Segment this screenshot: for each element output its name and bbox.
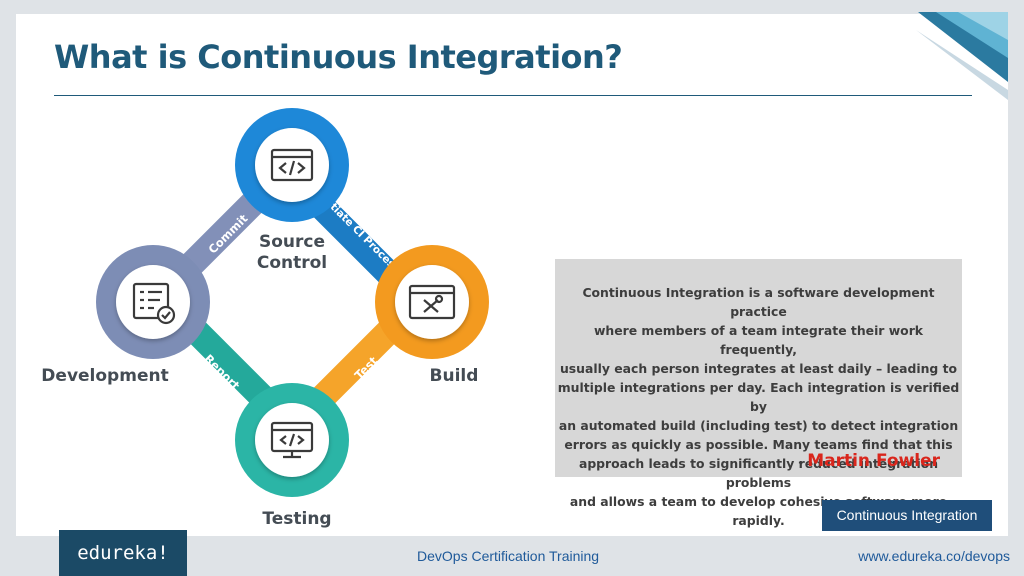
- quote-text: Continuous Integration is a software dev…: [555, 283, 962, 530]
- label-development: Development: [41, 366, 169, 386]
- label-source-line2: Control: [256, 253, 328, 273]
- node-development: [96, 245, 210, 359]
- node-source-control: [235, 108, 349, 222]
- label-testing: Testing: [262, 509, 332, 529]
- tools-window-icon: [408, 284, 456, 320]
- quote-line: approach leads to significantly reduced …: [578, 456, 939, 490]
- quote-line: Continuous Integration is a software dev…: [582, 285, 935, 319]
- quote-line: errors as quickly as possible. Many team…: [564, 437, 953, 452]
- footer-url-link[interactable]: www.edureka.co/devops: [858, 548, 1010, 564]
- slide-title: What is Continuous Integration?: [54, 38, 623, 76]
- node-testing: [235, 383, 349, 497]
- quote-box: Continuous Integration is a software dev…: [555, 259, 962, 528]
- node-build: [375, 245, 489, 359]
- topic-tag: Continuous Integration: [822, 500, 992, 531]
- label-source-control: Source Control: [252, 232, 332, 274]
- label-source-line1: Source: [258, 232, 326, 252]
- quote-line: usually each person integrates at least …: [559, 361, 958, 376]
- edureka-logo[interactable]: edureka!: [59, 530, 187, 576]
- quote-attribution: -Martin Fowler: [798, 451, 940, 471]
- quote-line: an automated build (including test) to d…: [558, 418, 959, 433]
- label-build: Build: [429, 366, 479, 386]
- title-divider: [54, 95, 972, 96]
- quote-author: Martin Fowler: [807, 451, 940, 471]
- attribution-dash: -: [798, 455, 804, 469]
- quote-line: where members of a team integrate their …: [593, 323, 924, 357]
- code-window-icon: [270, 148, 314, 182]
- footer-course-name: DevOps Certification Training: [417, 548, 600, 564]
- code-monitor-icon: [270, 421, 314, 459]
- quote-line: multiple integrations per day. Each inte…: [557, 380, 960, 414]
- checklist-icon: [132, 282, 176, 325]
